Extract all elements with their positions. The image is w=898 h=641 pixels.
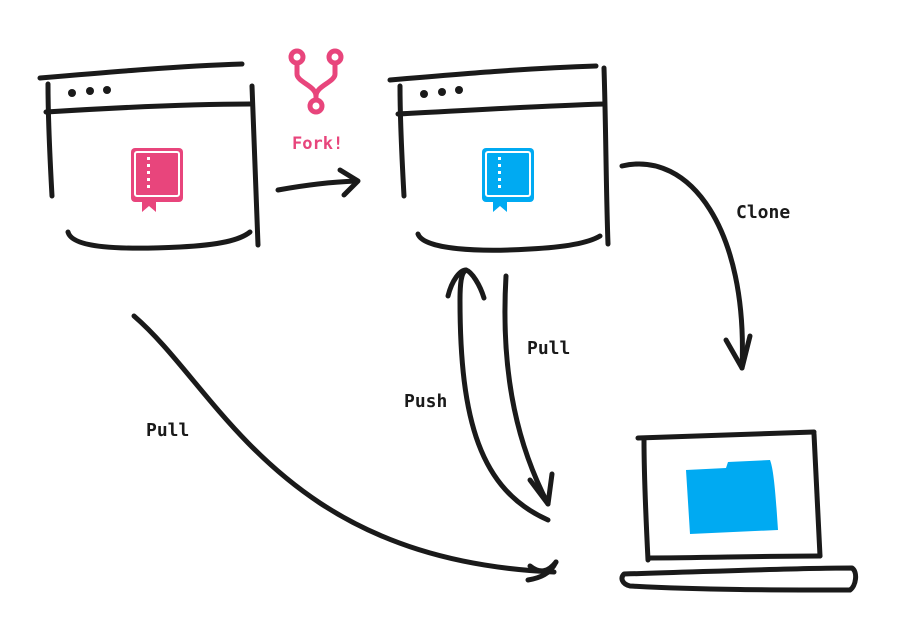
clone-label: Clone <box>736 202 791 223</box>
window-dot <box>86 87 94 95</box>
fork-label: Fork! <box>292 134 344 154</box>
window-dot <box>455 86 463 94</box>
push-arrow-laptop-to-fork <box>445 267 551 523</box>
folder-icon <box>686 460 778 534</box>
git-fork-icon <box>288 48 344 115</box>
fork-book-icon <box>482 148 534 212</box>
pull-arrow-upstream-to-laptop <box>131 313 559 583</box>
window-dot <box>103 86 111 94</box>
laptop-icon <box>619 429 859 593</box>
fork-repo-window <box>387 63 611 253</box>
fork-arrow <box>275 167 361 198</box>
pull-arrow-fork-to-laptop <box>502 273 555 507</box>
pull-label-left: Pull <box>146 420 190 441</box>
upstream-book-icon <box>131 148 183 212</box>
pull-label-right: Pull <box>527 338 571 359</box>
window-dot <box>68 89 76 97</box>
push-label: Push <box>404 391 448 412</box>
clone-arrow <box>619 161 753 371</box>
upstream-repo-window <box>37 61 261 251</box>
window-dot <box>438 88 446 96</box>
window-dot <box>420 90 428 98</box>
